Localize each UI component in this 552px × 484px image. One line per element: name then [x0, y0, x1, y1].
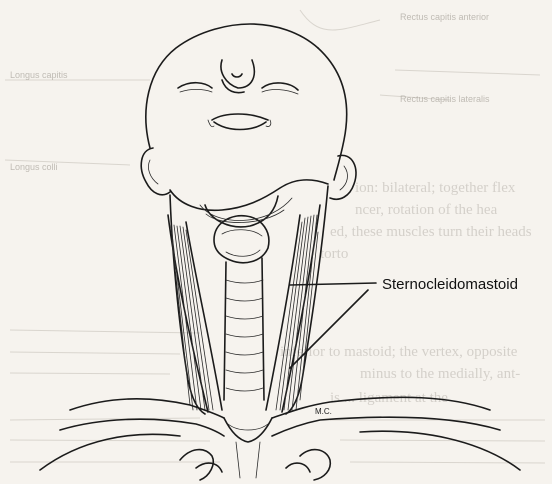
head [146, 24, 347, 227]
ghost-line-6: minus to the medially, ant- [360, 366, 520, 382]
left-eye [178, 83, 212, 88]
ghost-label-1: Rectus capitis anterior [400, 12, 489, 22]
ghost-line-1: ion: bilateral; together flex [355, 180, 516, 196]
right-shoulder [360, 431, 520, 470]
left-ear [141, 148, 170, 195]
bleed-through-layer: Rectus capitis anterior Longus capitis R… [5, 10, 545, 463]
artist-initials: M.C. [315, 407, 332, 416]
ghost-line-2: ncer, rotation of the hea [355, 202, 498, 218]
ghost-line-5: inferior to mastoid; the vertex, opposit… [280, 344, 518, 360]
ghost-label-4: Longus colli [10, 162, 58, 172]
left-shoulder [40, 434, 180, 470]
jaw-line [170, 180, 328, 210]
ghost-label-2: Longus capitis [10, 70, 68, 80]
right-eye [262, 83, 298, 90]
mouth [212, 114, 268, 130]
head-outline-right [318, 48, 347, 180]
sternocleidomastoid-label: Sternocleidomastoid [382, 276, 518, 293]
left-clavicle [70, 399, 224, 418]
ghost-label-3: Rectus capitis lateralis [400, 94, 490, 104]
ears [141, 148, 356, 199]
ghost-line-3: ed, these muscles turn their heads [330, 224, 532, 240]
sternocleidomastoid-right [266, 205, 320, 412]
neck-right-edge [286, 186, 328, 414]
nose [221, 60, 254, 93]
face [178, 60, 298, 130]
trachea [224, 258, 264, 400]
fingers [180, 450, 330, 480]
ghost-line-4: torto [320, 246, 348, 262]
